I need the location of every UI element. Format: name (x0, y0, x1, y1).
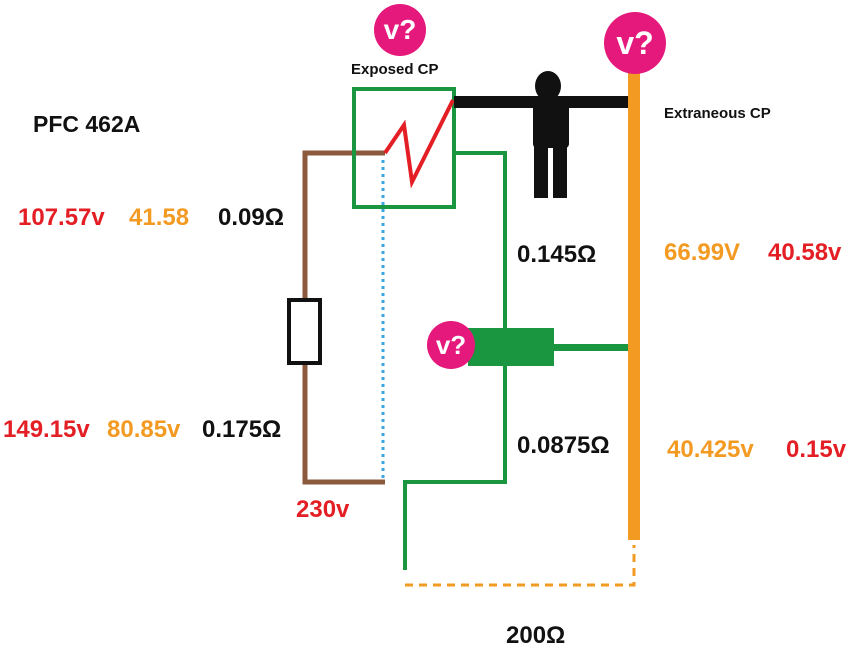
person-icon (533, 71, 569, 198)
exposed-cp-label: Exposed CP (351, 61, 439, 78)
load-resistor (287, 298, 322, 365)
left-upper-voltage-orange: 41.58 (129, 204, 190, 231)
pfc-title: PFC 462A (33, 111, 141, 137)
right-upper-voltage-orange: 66.99V (664, 239, 741, 266)
right-lower-voltage-red: 0.15v (786, 436, 847, 463)
extraneous-cp-bar (628, 56, 640, 540)
left-upper-resistance: 0.09Ω (218, 204, 284, 231)
earth-return-dashed (405, 545, 636, 587)
right-upper-voltage-red: 40.58v (768, 239, 842, 266)
clamp-bar (554, 344, 632, 351)
left-lower-resistance: 0.175Ω (202, 416, 282, 443)
fault-zigzag (383, 99, 455, 189)
extraneous-cp-label: Extraneous CP (664, 105, 771, 122)
cpc-lower (403, 366, 507, 570)
left-lower-voltage-orange: 80.85v (107, 416, 181, 443)
badge-exposed-voltage: v? (374, 4, 426, 56)
left-lower-voltage-red: 149.15v (3, 416, 90, 443)
badge-extraneous-voltage: v? (604, 12, 666, 74)
cpc-upper (454, 151, 507, 330)
supply-voltage: 230v (296, 496, 350, 523)
earth-clamp (468, 328, 554, 366)
right-lower-voltage-orange: 40.425v (667, 436, 754, 463)
exposed-cp-box (352, 87, 456, 209)
middle-lower-resistance: 0.0875Ω (517, 432, 610, 459)
earth-resistance: 200Ω (506, 622, 566, 649)
left-upper-voltage-red: 107.57v (18, 204, 105, 231)
middle-upper-resistance: 0.145Ω (517, 241, 597, 268)
badge-clamp-voltage: v? (427, 321, 475, 369)
